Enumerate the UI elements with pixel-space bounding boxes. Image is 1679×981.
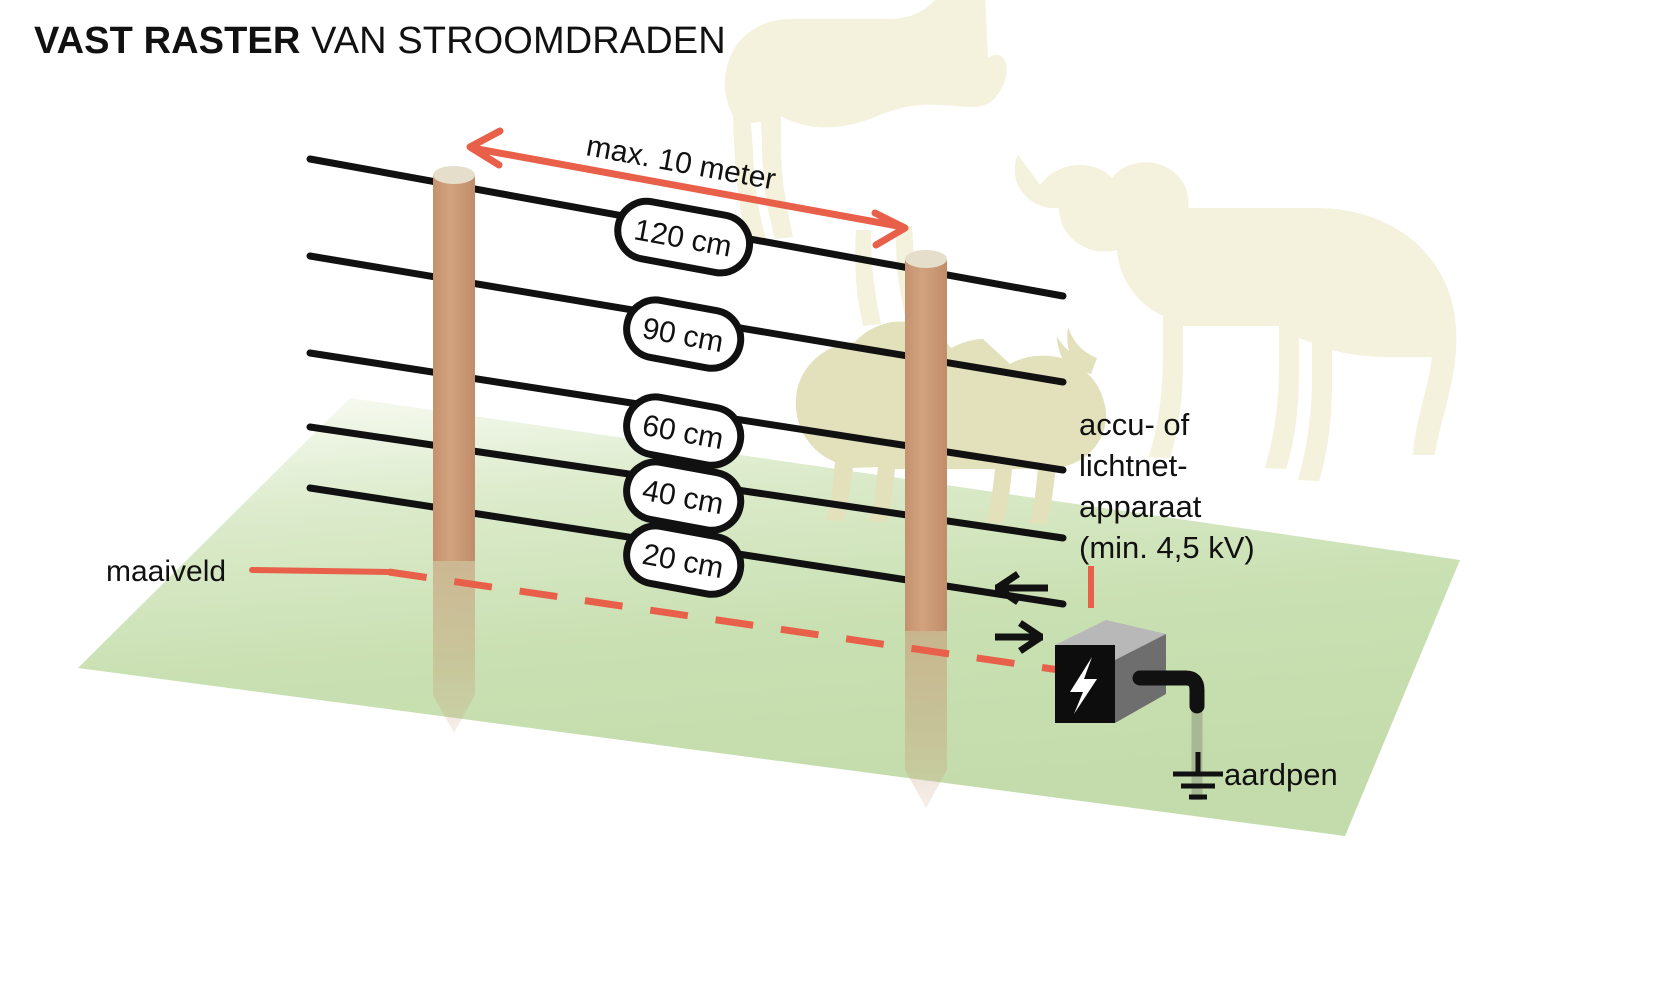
energizer-caption: accu- of lichtnet- apparaat (min. 4,5 kV… [1079,407,1255,565]
earth-ground-icon [1173,752,1223,800]
animal-silhouettes [724,0,1457,524]
energizer-caption-line-4: (min. 4,5 kV) [1079,530,1255,565]
energizer-caption-line-2: lichtnet- [1079,448,1188,483]
double-headed-arrow [468,144,907,231]
energizer-box [1055,620,1205,723]
current-flow-arrows [995,571,1048,654]
earth-cable [1132,670,1205,714]
maaiveld-dashed-line [388,568,1074,676]
wire-label-40: 40 cm [623,458,745,534]
ground-level-indicator: maaiveld [106,555,1074,676]
page-title: VAST RASTER VAN STROOMDRADEN [34,20,726,62]
arrow-head-left [466,127,504,169]
fence-post-left [433,166,475,561]
aardpen-label: aardpen [1224,757,1338,792]
title-strong: VAST RASTER [34,20,301,62]
energizer-caption-line-3: apparaat [1079,489,1202,524]
wire-height-labels: 120 cm 90 cm 60 cm 40 cm 20 cm [614,197,754,598]
energizer-caption-line-1: accu- of [1079,407,1190,442]
maaiveld-leader-line [249,567,392,575]
flow-arrow-left [995,571,1048,605]
wire-label-120: 120 cm [614,197,754,277]
wire-label-90: 90 cm [623,296,745,372]
lightning-bolt-icon [1070,657,1097,714]
wire-label-60: 60 cm [623,393,745,469]
sheep-silhouette [795,321,1106,524]
arrow-head-right [871,209,909,249]
fence-post-right [905,250,947,631]
underground-post-shadows [433,560,947,808]
cow-silhouette [1014,155,1457,481]
wire-label-20: 20 cm [623,522,745,598]
flow-arrow-right [995,620,1043,654]
title-rest: VAN STROOMDRADEN [300,20,726,62]
maaiveld-label: maaiveld [106,555,226,588]
